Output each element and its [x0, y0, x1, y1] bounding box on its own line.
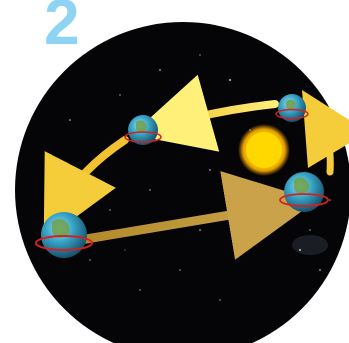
next-step-number	[26, 318, 66, 343]
sun-icon	[238, 124, 290, 176]
step-number: 2	[44, 0, 80, 54]
